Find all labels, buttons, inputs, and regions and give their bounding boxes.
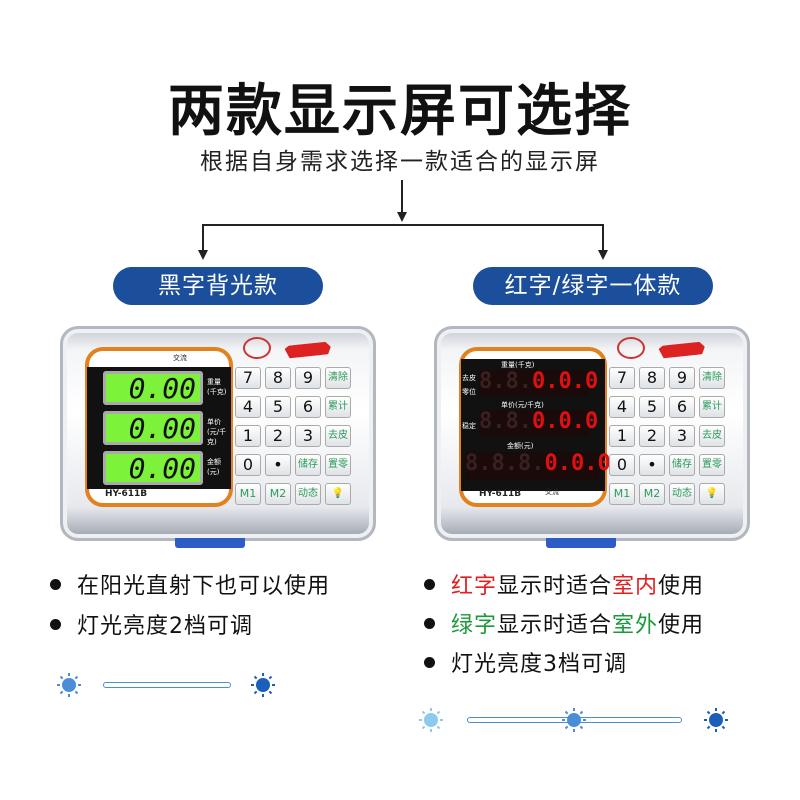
feature-item: 在阳光直射下也可以使用 (50, 568, 330, 600)
weight-header: 重量(千克) (501, 361, 535, 369)
led-unit-price: 0.0.0 (531, 409, 599, 434)
key-5[interactable]: 5 (639, 396, 665, 418)
key-7[interactable]: 累计 (325, 396, 351, 418)
stand-foot (546, 538, 616, 548)
feature-item: 灯光亮度3档可调 (424, 646, 627, 678)
promo-badge (284, 340, 332, 360)
amount-header: 金额(元) (507, 442, 534, 450)
key-9[interactable]: 2 (639, 425, 665, 447)
amount-label: 金额(元) (207, 458, 221, 476)
unit-price-label: 单价(元/千克) (207, 418, 227, 446)
key-11[interactable]: 去皮 (325, 425, 351, 447)
key-13[interactable]: • (265, 454, 291, 476)
key-13[interactable]: • (639, 454, 665, 476)
lcd-amount: 0.00 (103, 451, 203, 485)
key-6[interactable]: 6 (669, 396, 695, 418)
stable-indicator: 稳定 (462, 422, 476, 430)
key-2[interactable]: 9 (295, 367, 321, 389)
unit-price-header: 单价(元/千克) (501, 401, 544, 409)
key-17[interactable]: M2 (639, 483, 665, 505)
led-weight: 0.0.0 (531, 369, 599, 394)
key-14[interactable]: 储存 (295, 454, 321, 476)
brightness-sun-icon (704, 708, 728, 732)
key-8[interactable]: 1 (235, 425, 261, 447)
stand-foot (175, 538, 245, 548)
key-15[interactable]: 置零 (699, 454, 725, 476)
key-1[interactable]: 8 (639, 367, 665, 389)
weight-label: 重量(千克) (207, 378, 227, 396)
key-3[interactable]: 清除 (699, 367, 725, 389)
power-label: 交流 (545, 488, 559, 496)
key-17[interactable]: M2 (265, 483, 291, 505)
option-black-backlight: 黑字背光款 (113, 267, 323, 305)
key-11[interactable]: 去皮 (699, 425, 725, 447)
key-4[interactable]: 4 (235, 396, 261, 418)
option-red-green: 红字/绿字一体款 (473, 267, 713, 305)
promo-badge (658, 340, 706, 360)
key-19[interactable]: 💡 (325, 483, 351, 505)
brightness-sun-icon (562, 708, 586, 732)
key-19[interactable]: 💡 (699, 483, 725, 505)
key-18[interactable]: 动态 (295, 483, 321, 505)
page-subtitle: 根据自身需求选择一款适合的显示屏 (200, 149, 600, 175)
page-title: 两款显示屏可选择 (168, 79, 632, 144)
key-8[interactable]: 1 (609, 425, 635, 447)
key-0[interactable]: 7 (609, 367, 635, 389)
key-7[interactable]: 累计 (699, 396, 725, 418)
key-12[interactable]: 0 (235, 454, 261, 476)
scale-display-black-backlight: 交流 0.00 重量(千克) 0.00 单价(元/千克) 0.00 金额(元) … (60, 326, 378, 548)
model-label: HY-611B (105, 489, 148, 499)
power-label: 交流 (173, 354, 187, 362)
brightness-sun-icon (57, 673, 81, 697)
lcd-weight: 0.00 (103, 371, 203, 405)
brightness-track-2-level (103, 682, 231, 688)
brand-logo (617, 337, 645, 359)
key-1[interactable]: 8 (265, 367, 291, 389)
brightness-sun-icon (251, 673, 275, 697)
key-10[interactable]: 3 (295, 425, 321, 447)
feature-item: 绿字显示时适合室外使用 (424, 607, 704, 639)
key-18[interactable]: 动态 (669, 483, 695, 505)
feature-item: 红字显示时适合室内使用 (424, 568, 704, 600)
tare-indicator: 去皮 (462, 374, 476, 382)
brightness-sun-icon (419, 708, 443, 732)
scale-display-red-green: 重量(千克) 去皮 零位 8.8.0.0.0 单价(元/千克) 稳定 8.8.0… (434, 326, 752, 548)
key-14[interactable]: 储存 (669, 454, 695, 476)
key-6[interactable]: 6 (295, 396, 321, 418)
brand-logo (243, 337, 271, 359)
key-5[interactable]: 5 (265, 396, 291, 418)
key-2[interactable]: 9 (669, 367, 695, 389)
feature-item: 灯光亮度2档可调 (50, 608, 253, 640)
zero-indicator: 零位 (462, 388, 476, 396)
key-15[interactable]: 置零 (325, 454, 351, 476)
key-9[interactable]: 2 (265, 425, 291, 447)
key-4[interactable]: 4 (609, 396, 635, 418)
model-label: HY-611B (479, 489, 522, 499)
key-12[interactable]: 0 (609, 454, 635, 476)
key-0[interactable]: 7 (235, 367, 261, 389)
key-10[interactable]: 3 (669, 425, 695, 447)
key-16[interactable]: M1 (609, 483, 635, 505)
lcd-unit-price: 0.00 (103, 411, 203, 445)
key-3[interactable]: 清除 (325, 367, 351, 389)
led-amount: 0.0.0 (544, 451, 611, 476)
key-16[interactable]: M1 (235, 483, 261, 505)
